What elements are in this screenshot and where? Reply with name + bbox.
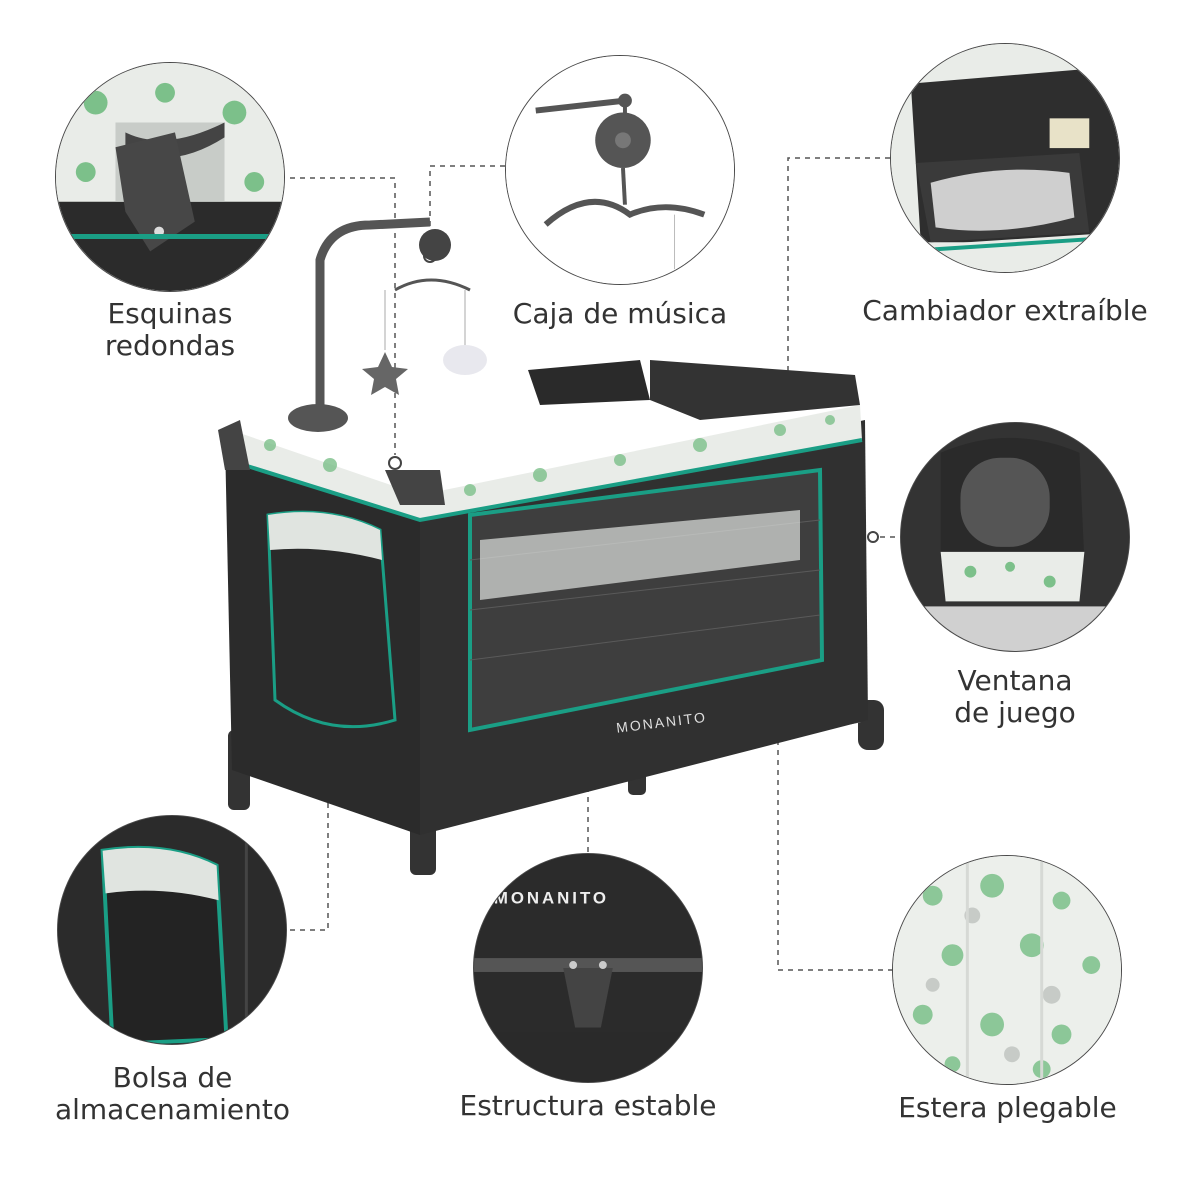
changing-table-icon [891, 44, 1119, 272]
music-box-icon [506, 56, 734, 284]
label-window-line2: de juego [954, 696, 1076, 729]
connector-changer [787, 157, 890, 385]
play-window-icon [901, 423, 1129, 651]
pin-corners [388, 456, 402, 470]
label-changer-line1: Cambiador extraíble [862, 294, 1148, 327]
music-mobile-closeup [505, 55, 735, 285]
label-window-line1: Ventana [957, 664, 1073, 697]
storage-bag-icon [58, 816, 286, 1044]
label-bag-line2: almacenamiento [54, 1093, 291, 1126]
label-music: Caja de música [475, 298, 765, 330]
label-mat: Estera plegable [880, 1092, 1135, 1124]
label-window: Ventana de juego [905, 665, 1125, 729]
folding-mat-icon [893, 856, 1121, 1084]
changing-table-closeup [890, 43, 1120, 273]
label-corners-line1: Esquinas [107, 297, 233, 330]
pin-window [867, 531, 879, 543]
connector-bag [290, 617, 329, 931]
connector-mat [777, 545, 893, 971]
stable-frame-closeup: MONANITO [473, 853, 703, 1083]
folding-mat-closeup [892, 855, 1122, 1085]
stable-frame-icon: MONANITO [474, 854, 702, 1082]
label-corners: Esquinas redondas [55, 298, 285, 362]
label-bag: Bolsa de almacenamiento [40, 1062, 305, 1126]
rounded-corner-closeup [55, 62, 285, 292]
connector-corners [290, 177, 396, 455]
label-frame-line1: Estructura estable [459, 1089, 717, 1122]
play-window-closeup [900, 422, 1130, 652]
label-changer: Cambiador extraíble [850, 295, 1160, 327]
label-bag-line1: Bolsa de [112, 1061, 233, 1094]
rounded-corner-icon [56, 63, 284, 291]
label-corners-line2: redondas [104, 329, 236, 362]
label-frame: Estructura estable [443, 1090, 733, 1122]
label-music-line1: Caja de música [512, 297, 728, 330]
brand-closeup-text: MONANITO [494, 889, 609, 908]
label-mat-line1: Estera plegable [898, 1091, 1117, 1124]
storage-bag-closeup [57, 815, 287, 1045]
